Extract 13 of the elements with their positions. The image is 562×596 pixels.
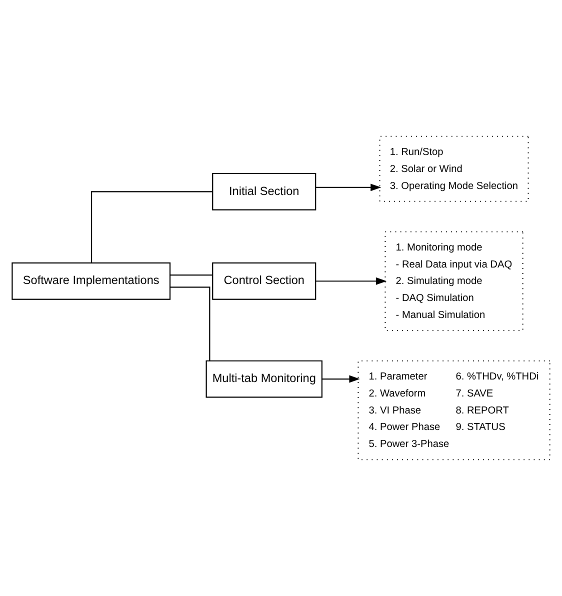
connector	[170, 286, 210, 361]
node-box: Control Section	[212, 262, 316, 300]
node-box: 1. Parameter 6. %THDv, %THDi 2. Waveform 7. SAVE 3. VI Phase 8. REPORT 4. Power Phase 9. STATUS 5. Power 3-Phase	[358, 360, 550, 460]
arrow	[316, 277, 387, 285]
node-box: 1. Run/Stop 2. Solar or Wind 3. Operating Mode Selection	[379, 136, 529, 202]
node-box: Initial Section	[212, 172, 316, 210]
connector	[170, 274, 213, 276]
node-box: Multi-tab Monitoring	[206, 360, 322, 398]
node-box: Software Implementations	[12, 262, 171, 300]
connector	[90, 191, 213, 263]
node-box: 1. Monitoring mode - Real Data input via DAQ 2. Simulating mode - DAQ Simulation - Manual Simulation	[384, 231, 524, 332]
arrow	[316, 184, 382, 192]
arrow	[322, 375, 360, 383]
